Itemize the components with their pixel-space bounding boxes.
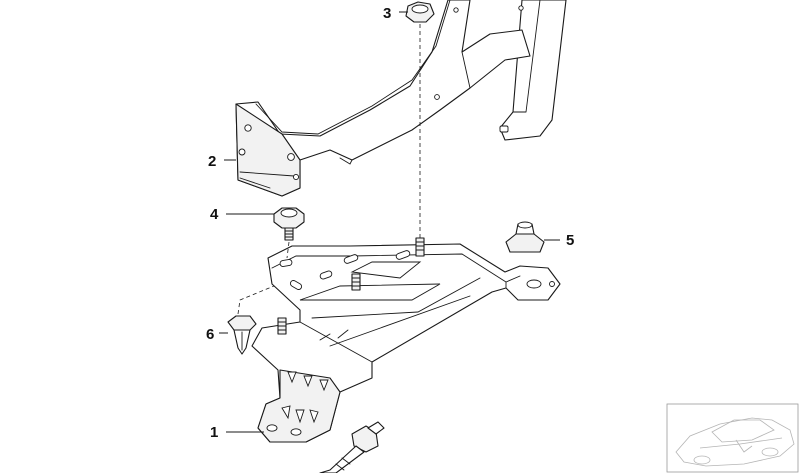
expanding-clip-part-6 <box>227 315 257 355</box>
stud-right <box>415 237 425 257</box>
leader-lines <box>219 11 560 433</box>
callout-5: 5 <box>566 232 574 249</box>
lower-mounting-plate <box>251 237 561 443</box>
hex-nut-top <box>405 1 435 23</box>
car-outline-icon <box>675 417 795 467</box>
callout-2: 2 <box>208 153 216 170</box>
stud-left <box>277 317 287 335</box>
inset-frame <box>666 403 799 473</box>
callout-labels: 1 2 3 4 5 6 <box>206 5 574 441</box>
alignment-line-6 <box>237 285 275 315</box>
callout-6: 6 <box>206 326 214 343</box>
callout-4: 4 <box>210 206 219 223</box>
callout-3: 3 <box>383 5 391 22</box>
cable-connector <box>319 421 385 473</box>
bolt-part-4 <box>273 207 305 241</box>
stud-center <box>351 273 361 291</box>
callout-1: 1 <box>210 424 218 441</box>
upper-support-bracket <box>235 0 567 197</box>
clip-nut-part-5 <box>505 221 545 253</box>
vehicle-location-inset <box>666 403 799 473</box>
alignment-line-4 <box>286 241 290 259</box>
